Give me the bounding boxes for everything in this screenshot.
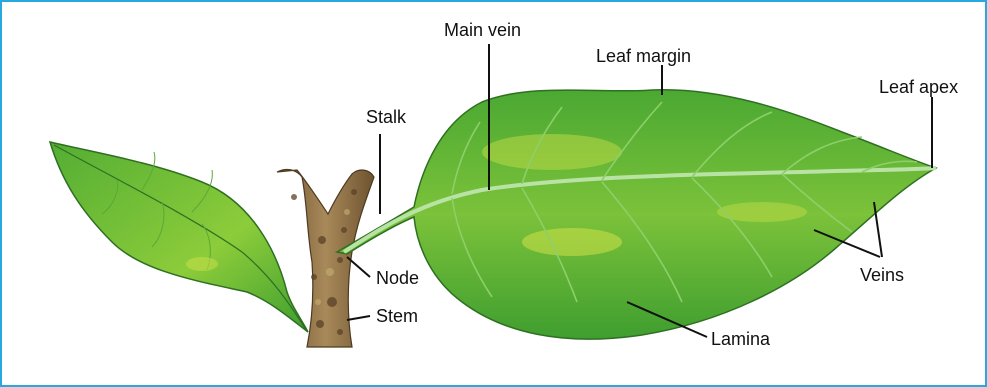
left-leaf	[50, 142, 308, 332]
label-lamina: Lamina	[711, 329, 771, 349]
main-leaf	[337, 90, 936, 339]
label-leaf-apex: Leaf apex	[879, 77, 958, 97]
stem-branch	[277, 170, 374, 347]
label-main-vein: Main vein	[444, 20, 521, 40]
label-stalk: Stalk	[366, 107, 407, 127]
label-veins: Veins	[860, 265, 904, 285]
label-stem: Stem	[376, 306, 418, 326]
label-node: Node	[376, 268, 419, 288]
label-leaf-margin: Leaf margin	[596, 46, 691, 66]
